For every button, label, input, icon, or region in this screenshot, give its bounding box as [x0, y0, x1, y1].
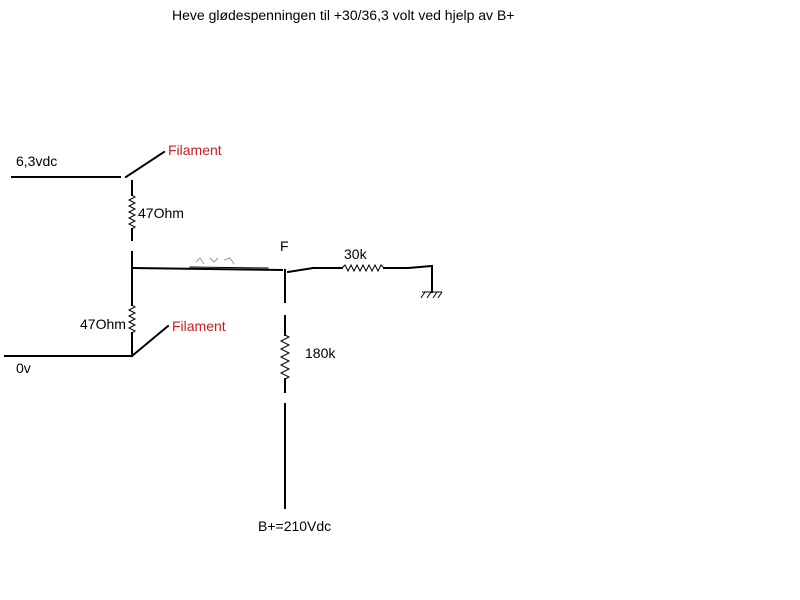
wire-30k-to-ground [406, 264, 434, 270]
faint-smudge [195, 257, 235, 265]
resistor-bottom-label: 47Ohm [80, 316, 126, 332]
ground-0v-label: 0v [16, 360, 31, 376]
resistor-180k [279, 334, 291, 380]
resistor-30k [341, 263, 385, 273]
resistor-top-47ohm [127, 194, 137, 230]
filament-bottom-label: Filament [172, 318, 226, 334]
wire-bus-overlay [189, 266, 269, 269]
resistor-30k-label: 30k [344, 246, 367, 262]
wire-bus-main [130, 266, 284, 272]
resistor-bottom-47ohm [127, 304, 137, 334]
filament-top-label: Filament [168, 142, 222, 158]
ground-icon [420, 291, 443, 299]
filament-top-lead [124, 150, 166, 179]
b-plus-label: B+=210Vdc [258, 518, 332, 534]
node-f-label: F [280, 238, 289, 254]
resistor-top-label: 47Ohm [138, 205, 184, 221]
diagram-title: Heve glødespenningen til +30/36,3 volt v… [172, 7, 515, 23]
filament-bottom-lead [130, 324, 170, 358]
wire-f-to-30k [286, 266, 315, 274]
supply-6v3-label: 6,3vdc [16, 153, 58, 169]
resistor-180k-label: 180k [305, 345, 336, 361]
